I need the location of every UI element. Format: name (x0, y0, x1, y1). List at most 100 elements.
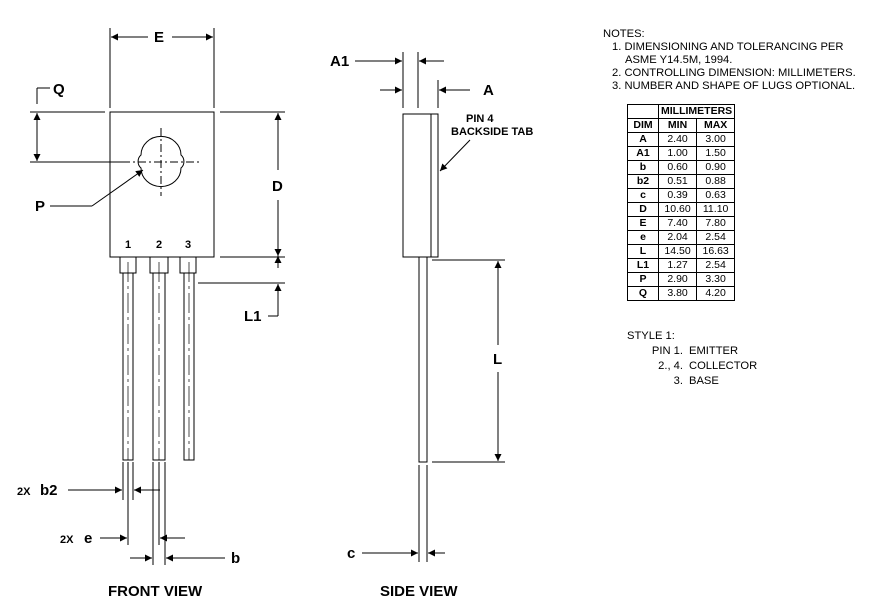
dim-label-L: L (493, 351, 502, 368)
table-cell-min: 10.60 (657, 202, 698, 217)
table-cell-dim: e (627, 230, 659, 245)
pin4-label-line2: BACKSIDE TAB (451, 126, 533, 138)
dim-label-A: A (483, 82, 494, 99)
table-cell-dim: A (627, 132, 659, 147)
dim-label-D: D (272, 178, 283, 195)
table-cell-max: 0.88 (696, 174, 736, 189)
pin4-label-line1: PIN 4 (466, 113, 494, 125)
style-heading: STYLE 1: (627, 330, 675, 342)
table-cell-max: 2.54 (696, 230, 736, 245)
table-cell-max: 0.63 (696, 188, 736, 203)
table-cell-min: 2.90 (657, 272, 698, 287)
style-pin-name: EMITTER (689, 345, 739, 357)
dim-label-L1: L1 (244, 308, 262, 325)
side-view (355, 52, 505, 562)
style-pin-name: BASE (689, 375, 719, 387)
table-cell-dim: c (627, 188, 659, 203)
pin-label-1: 1 (125, 239, 131, 251)
table-cell-max: 1.50 (696, 146, 736, 161)
table-cell-dim: P (627, 272, 659, 287)
table-cell-min: 2.40 (657, 132, 698, 147)
note-1: 1. DIMENSIONING AND TOLERANCING PER (612, 41, 844, 53)
table-cell-dim: D (627, 202, 659, 217)
note-1-continued: ASME Y14.5M, 1994. (625, 54, 733, 66)
dim-label-b: b (231, 550, 240, 567)
front-view (30, 28, 285, 565)
package-body (109, 111, 215, 258)
table-cell-dim: b (627, 160, 659, 175)
front-view-title: FRONT VIEW (108, 583, 203, 600)
table-cell-min: 0.60 (657, 160, 698, 175)
table-cell-min: 3.80 (657, 286, 698, 301)
table-header-max: MAX (696, 118, 736, 133)
dim-label-Q: Q (53, 81, 65, 98)
lead-3 (179, 256, 197, 274)
table-cell-min: 1.27 (657, 258, 698, 273)
table-cell-min: 2.04 (657, 230, 698, 245)
table-cell-dim: A1 (627, 146, 659, 161)
style-pin-row: 3. BASE (627, 374, 757, 389)
side-body (402, 113, 439, 258)
dim-label-b2: b2 (40, 482, 58, 499)
style-pin-number: 2., 4. (658, 360, 683, 372)
notes-heading: NOTES: (603, 28, 645, 40)
dim-label-P: P (35, 198, 45, 215)
table-cell-min: 1.00 (657, 146, 698, 161)
style-pin-row: 2., 4. COLLECTOR (627, 359, 757, 374)
note-3: 3. NUMBER AND SHAPE OF LUGS OPTIONAL. (612, 80, 856, 92)
table-cell-max: 11.10 (696, 202, 736, 217)
table-cell-min: 0.39 (657, 188, 698, 203)
style-pin-row: PIN 1. EMITTER (627, 344, 757, 359)
table-header-min: MIN (657, 118, 698, 133)
pin-label-3: 3 (185, 239, 191, 251)
style-pin-number: 3. (673, 375, 683, 387)
table-cell-dim: L1 (627, 258, 659, 273)
table-cell-max: 16.63 (696, 244, 736, 259)
table-cell-max: 4.20 (696, 286, 736, 301)
dim-label-e: e (84, 530, 92, 547)
table-header-millimeters: MILLIMETERS (657, 104, 736, 119)
table-cell-dim: Q (627, 286, 659, 301)
style-pin-number: PIN 1. (651, 345, 683, 357)
style-pin-name: COLLECTOR (689, 360, 758, 372)
table-cell-dim: E (627, 216, 659, 231)
note-2: 2. CONTROLLING DIMENSION: MILLIMETERS. (612, 67, 856, 79)
table-cell-dim: b2 (627, 174, 659, 189)
table-cell-max: 3.00 (696, 132, 736, 147)
table-cell-dim: L (627, 244, 659, 259)
style-block: STYLE 1: PIN 1. EMITTER 2., 4. COLLECTOR 3… (627, 329, 757, 389)
table-header-spacer (627, 104, 659, 119)
table-cell-max: 2.54 (696, 258, 736, 273)
table-cell-max: 3.30 (696, 272, 736, 287)
table-cell-max: 7.80 (696, 216, 736, 231)
table-header-dim: DIM (627, 118, 659, 133)
dim-label-c: c (347, 545, 355, 562)
table-cell-min: 7.40 (657, 216, 698, 231)
dim-label-E: E (154, 29, 164, 46)
pin-label-2: 2 (156, 239, 162, 251)
leads (119, 256, 197, 461)
dim-label-A1: A1 (330, 53, 349, 70)
two-x-b2-label: 2X (17, 486, 31, 498)
table-cell-min: 0.51 (657, 174, 698, 189)
notes-block: NOTES: 1. DIMENSIONING AND TOLERANCING P… (603, 28, 856, 93)
side-view-title: SIDE VIEW (380, 583, 458, 600)
side-lead (418, 256, 428, 463)
table-cell-max: 0.90 (696, 160, 736, 175)
mounting-hole (137, 136, 185, 187)
two-x-e-label: 2X (60, 534, 74, 546)
